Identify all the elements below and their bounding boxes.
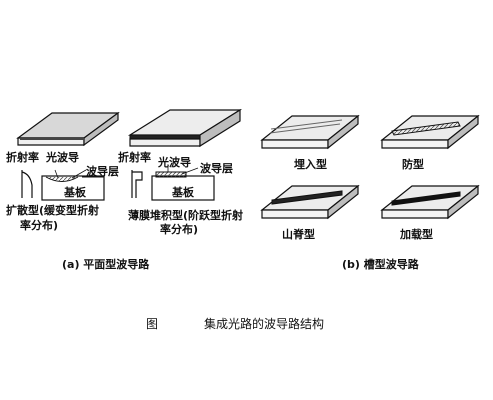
substrate-block <box>41 175 105 201</box>
slab-front-face <box>381 209 449 219</box>
pointer-guide-layer <box>71 169 87 179</box>
caption-thin-film-2: 率分布) <box>160 222 198 236</box>
thin-film-region <box>155 171 187 178</box>
profile-diffused <box>21 169 105 201</box>
label-substrate-right: 基板 <box>171 185 195 199</box>
label-embedded: 埋入型 <box>294 157 327 171</box>
slab-side-face <box>447 114 479 150</box>
slab-front-face <box>129 138 201 147</box>
figure-label: 图 <box>146 317 158 331</box>
label-loaded: 加载型 <box>399 227 433 241</box>
label-index-right: 折射率 <box>118 150 151 164</box>
ridge-channel <box>391 121 461 136</box>
caption-diffused-2: 率分布) <box>20 218 58 232</box>
slab-thin-film <box>127 108 243 148</box>
slab-side-face <box>83 111 119 147</box>
slab-embedded <box>260 114 360 150</box>
ridge-strip <box>271 190 343 205</box>
label-optical-guide-right: 光波导 <box>157 155 191 169</box>
slab-side-face <box>447 184 479 220</box>
label-guide-layer-right: 波导层 <box>200 161 233 175</box>
pointer-optical-guide <box>54 169 59 179</box>
step-index-curve <box>132 171 143 198</box>
slab-ridge <box>380 114 480 150</box>
slab-side-face <box>327 114 359 150</box>
slab-loaded <box>380 184 480 220</box>
caption-panel-a: (a) 平面型波导路 <box>62 257 150 271</box>
caption-panel-b: (b) 槽型波导路 <box>342 257 420 271</box>
caption-diffused-1: 扩散型(缓变型折射 <box>6 203 99 217</box>
channel-edge <box>270 119 343 130</box>
graded-index-curve <box>21 171 33 198</box>
slab-mountain <box>260 184 360 220</box>
channel-edge <box>269 123 341 134</box>
slab-front-face <box>261 209 329 219</box>
profile-thin-film <box>131 166 215 201</box>
slab-side-face <box>199 108 241 148</box>
slab-side-face <box>327 184 359 220</box>
pointer-guide-layer <box>181 167 199 175</box>
figure-title: 集成光路的波导路结构 <box>204 316 324 331</box>
label-ridge: 防型 <box>402 157 424 171</box>
diffused-region <box>45 176 79 182</box>
caption-thin-film-1: 薄膜堆积型(阶跃型折射 <box>128 208 243 222</box>
label-index-left: 折射率 <box>6 150 39 164</box>
slab-diffused <box>16 111 120 147</box>
label-mountain: 山脊型 <box>282 227 315 241</box>
loading-strip <box>391 191 461 206</box>
label-guide-layer-left: 波导层 <box>86 164 119 178</box>
label-substrate-left: 基板 <box>63 185 87 199</box>
slab-front-face <box>261 139 329 149</box>
label-optical-guide-left: 光波导 <box>45 150 79 164</box>
slab-front-face <box>381 139 449 149</box>
